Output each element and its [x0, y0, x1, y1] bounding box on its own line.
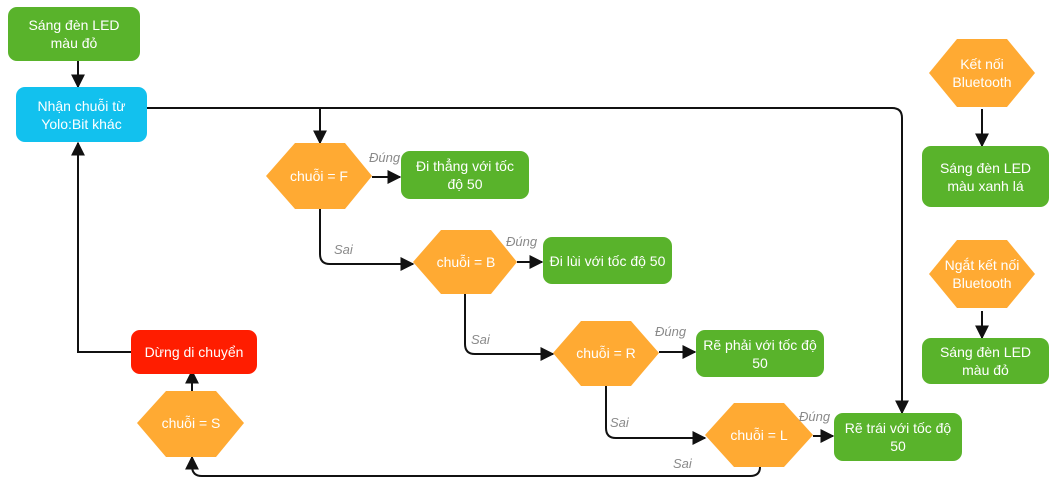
check-b-label: chuỗi = B: [436, 254, 496, 270]
led-green-node: Sáng đèn LED màu xanh lá: [922, 146, 1049, 207]
turn-right-node: Rẽ phải với tốc độ 50: [696, 330, 824, 377]
edge-label-f-no: Sai: [334, 242, 353, 257]
turn-left-node: Rẽ trái với tốc độ 50: [834, 413, 962, 461]
diamond-shapes: [137, 39, 1035, 467]
edge-label-b-yes: Đúng: [506, 234, 538, 249]
check-r-label: chuỗi = R: [576, 345, 636, 361]
edge-label-r-no: Sai: [610, 415, 629, 430]
diamond-check-f: [266, 143, 372, 209]
diamond-check-r: [553, 321, 659, 386]
edge-receive-loop: [147, 107, 909, 415]
edge-l-no: [185, 455, 761, 477]
stop-node: Dừng di chuyển: [131, 330, 257, 374]
forward-node: Đi thẳng với tốc độ 50: [401, 151, 529, 199]
receive-node: Nhận chuỗi từ Yolo:Bit khác: [16, 87, 147, 142]
diamond-check-b: [413, 230, 517, 294]
edge-receive-to-check-f: [147, 107, 327, 145]
edge-label-r-yes: Đúng: [655, 324, 687, 339]
bt-connect-label: Kết nối Bluetooth: [952, 56, 1012, 90]
edge-label-f-yes: Đúng: [369, 150, 401, 165]
edge-label-l-yes: Đúng: [799, 409, 831, 424]
edge-b-no: [464, 294, 555, 361]
check-s-label: chuỗi = S: [161, 415, 221, 431]
edge-r-no: [605, 386, 707, 445]
edge-label-b-no: Sai: [471, 332, 490, 347]
backward-node: Đi lùi với tốc độ 50: [543, 237, 672, 284]
bt-disconnect-label: Ngắt kết nối Bluetooth: [944, 257, 1020, 291]
diamond-bt-connect: [929, 39, 1035, 107]
check-f-label: chuỗi = F: [290, 168, 348, 184]
start-node: Sáng đèn LED màu đỏ: [8, 7, 140, 61]
edge-stop-to-receive: [71, 141, 131, 353]
diamond-check-s: [137, 391, 244, 457]
led-red-node: Sáng đèn LED màu đỏ: [922, 338, 1049, 384]
edge-label-l-no: Sai: [673, 456, 692, 471]
check-l-label: chuỗi = L: [730, 427, 788, 443]
edge-f-no: [319, 209, 415, 271]
diamond-check-l: [705, 403, 813, 467]
diamond-bt-disconnect: [929, 240, 1035, 308]
